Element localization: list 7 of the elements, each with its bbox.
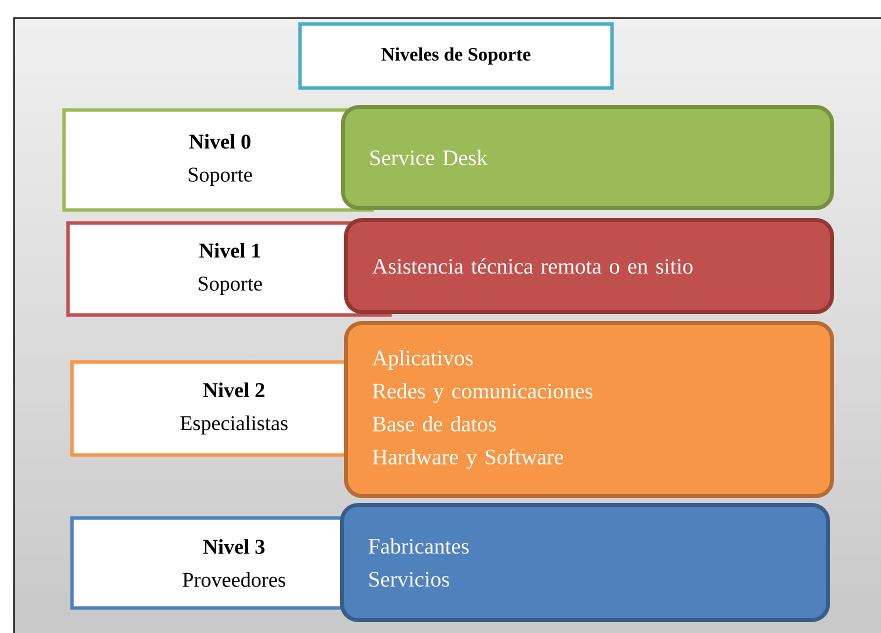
content-box: Service Desk bbox=[341, 105, 834, 210]
content-box: Asistencia técnica remota o en sitio bbox=[344, 218, 834, 314]
level-box: Nivel 3 Proveedores bbox=[70, 516, 364, 610]
content-box: Fabricantes Servicios bbox=[340, 503, 830, 622]
title-box: Niveles de Soporte bbox=[298, 22, 614, 90]
content-box: Aplicativos Redes y comunicaciones Base de datos Hardware y Software bbox=[344, 321, 834, 498]
level-box: Nivel 2 Especialistas bbox=[70, 360, 364, 457]
